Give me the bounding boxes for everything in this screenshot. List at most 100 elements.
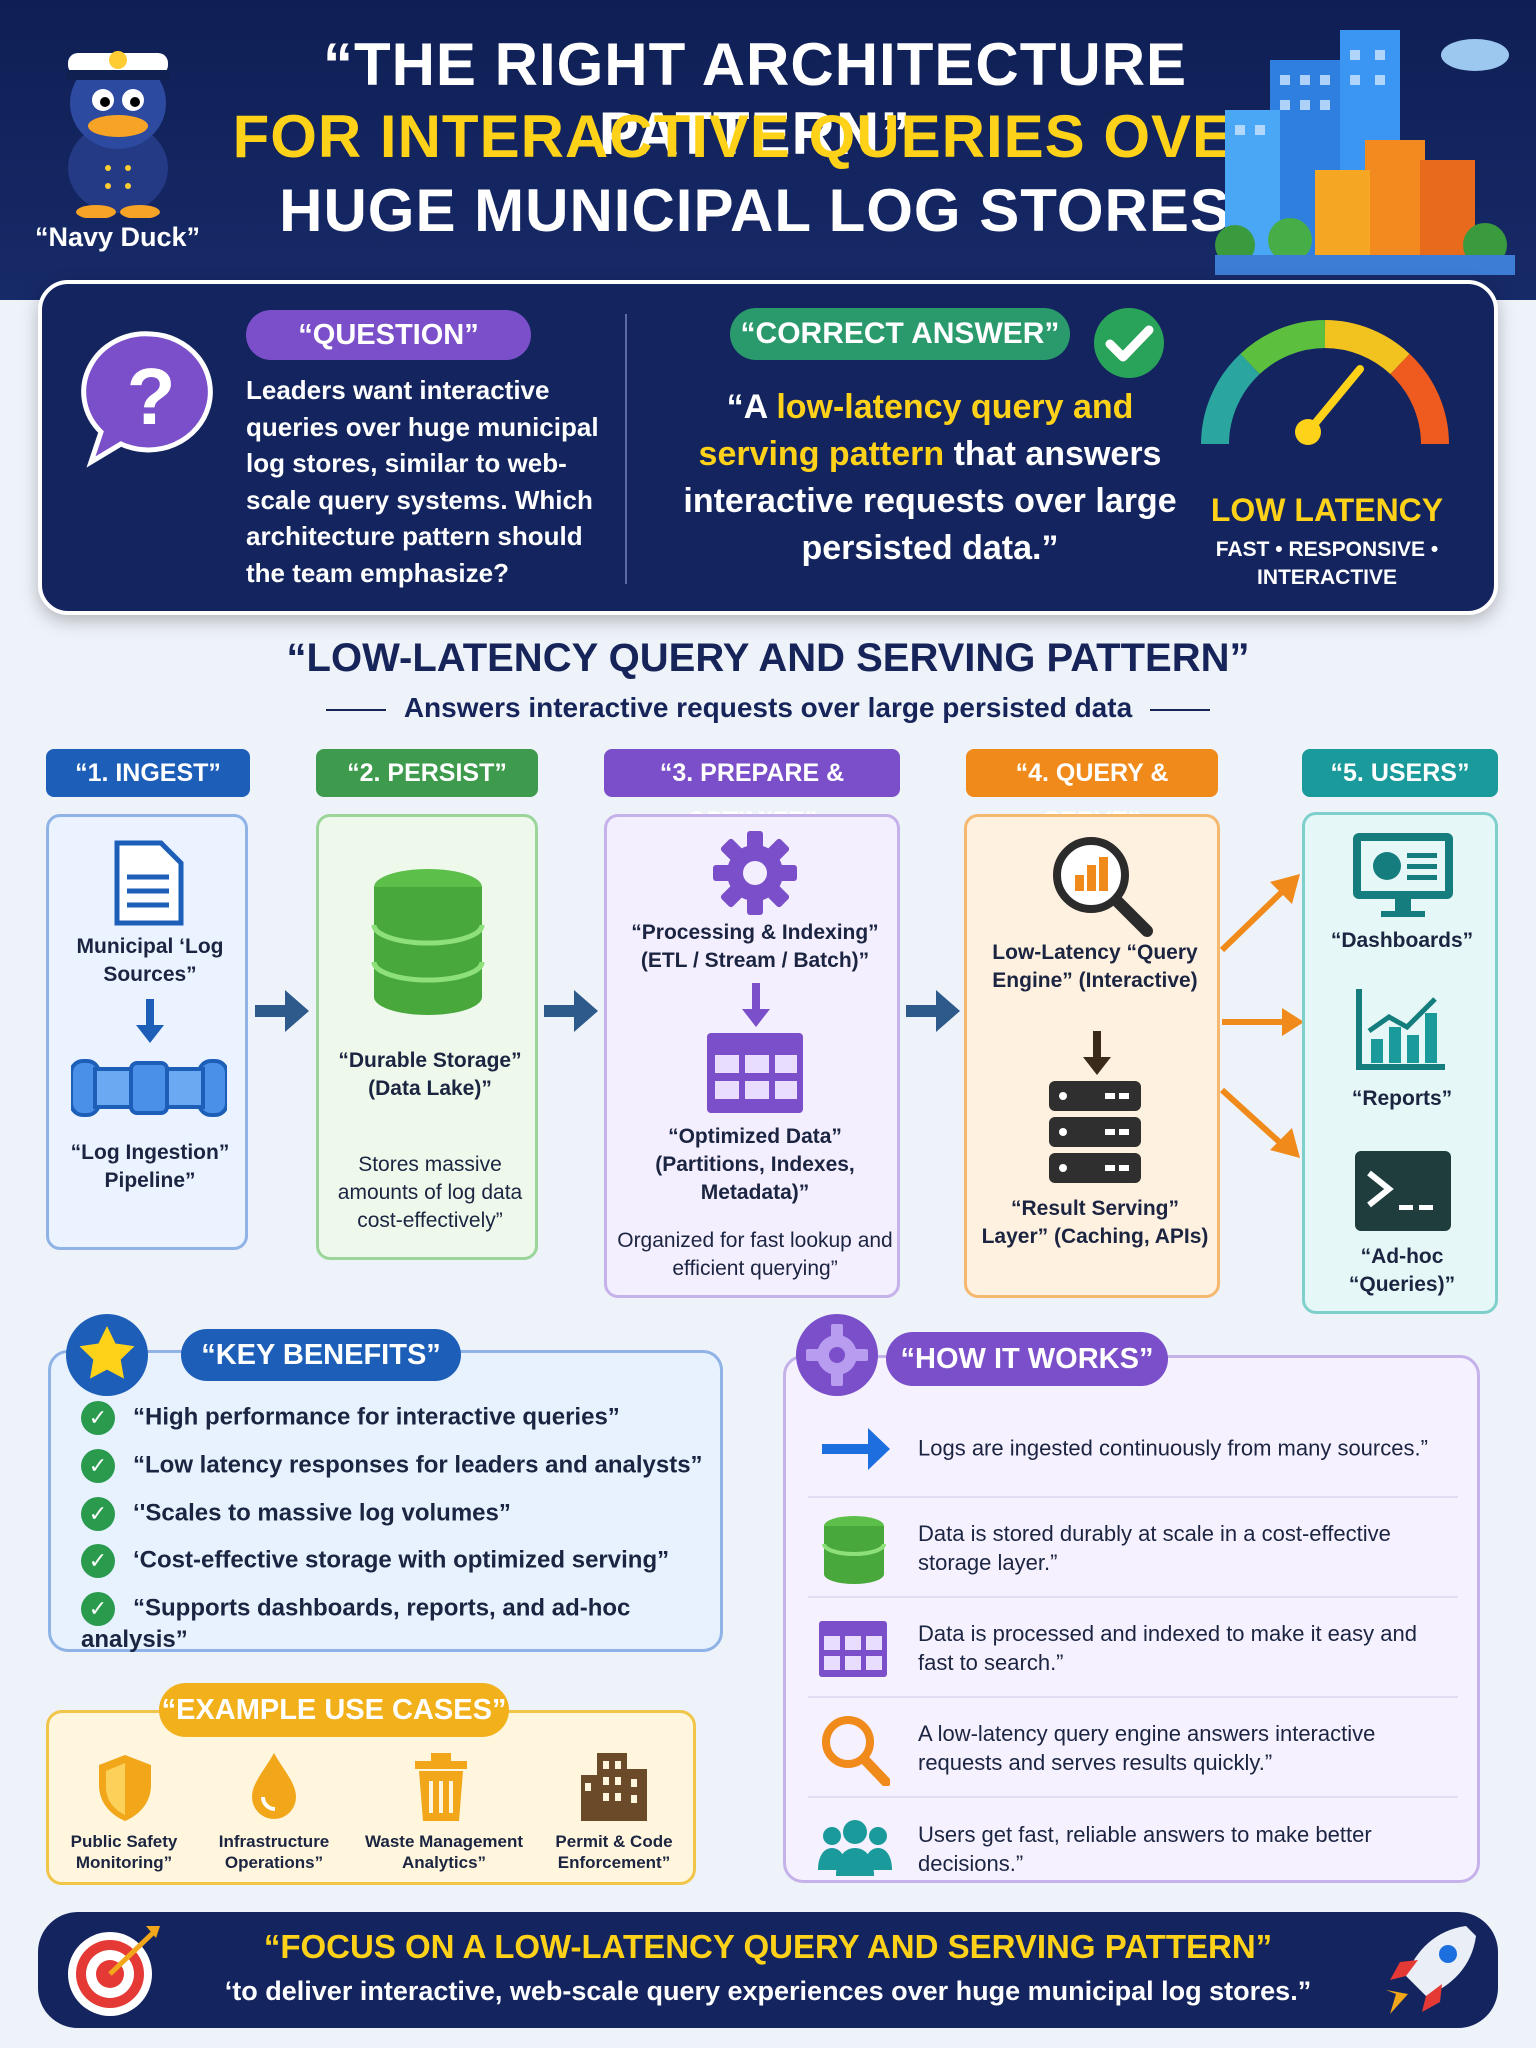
footer-banner: “FOCUS ON A LOW-LATENCY QUERY AND SERVIN… — [38, 1912, 1498, 2028]
prepare-description: Organized for fast lookup and efficient … — [617, 1229, 893, 1280]
search-icon — [822, 1716, 890, 1786]
question-answer-panel: ? “QUESTION” Leaders want interactive qu… — [38, 280, 1498, 615]
benefit-item: ✓“High performance for interactive queri… — [81, 1401, 620, 1435]
terminal-icon — [1355, 1151, 1451, 1231]
use-cases-label: “EXAMPLE USE CASES” — [159, 1683, 509, 1737]
svg-text:?: ? — [127, 352, 176, 441]
star-icon — [66, 1314, 148, 1396]
processing-text: “Processing & Indexing” (ETL / Stream / … — [631, 921, 879, 972]
how-row: Logs are ingested continuously from many… — [808, 1400, 1458, 1498]
log-pipeline-text: “Log Ingestion” Pipeline” — [70, 1141, 230, 1192]
use-case-waste: Waste Management Analytics” — [364, 1832, 524, 1872]
question-label: “QUESTION” — [246, 310, 531, 360]
header-banner: “Navy Duck” “THE RIGHT ARCHITECTURE PATT… — [0, 0, 1536, 300]
benefit-item: ✓“Low latency responses for leaders and … — [81, 1449, 703, 1483]
use-case-permit: Permit & Code Enforcement” — [555, 1832, 673, 1872]
benefit-item: ✓‘Cost-effective storage with optimized … — [81, 1544, 669, 1578]
step-persist-label: “2. PERSIST” — [316, 749, 538, 797]
table-grid-icon — [819, 1621, 887, 1677]
trash-bin-icon — [415, 1753, 467, 1821]
arrow-down-icon — [1083, 1031, 1111, 1075]
how-row: Data is processed and indexed to make it… — [808, 1600, 1458, 1698]
dashboards-text: “Dashboards” — [1330, 929, 1474, 952]
shield-icon — [99, 1755, 151, 1821]
step-persist-box: “Durable Storage” (Data Lake)” Stores ma… — [316, 814, 538, 1260]
how-step-text: Logs are ingested continuously from many… — [918, 1435, 1428, 1461]
title-line-1: “THE RIGHT ARCHITECTURE PATTERN” — [322, 31, 1188, 167]
gauge-subtitle: FAST • RESPONSIVE • INTERACTIVE — [1215, 538, 1439, 589]
how-it-works-label: “HOW IT WORKS” — [886, 1332, 1168, 1386]
key-benefits-panel: “KEY BENEFITS” ✓“High performance for in… — [48, 1329, 723, 1654]
check-icon: ✓ — [81, 1497, 115, 1531]
gauge-title: LOW LATENCY — [1210, 492, 1444, 528]
users-group-icon — [818, 1820, 892, 1876]
question-bubble-icon: ? — [81, 331, 213, 468]
document-icon — [114, 840, 184, 926]
how-step-text: Data is processed and indexed to make it… — [918, 1621, 1417, 1675]
arrow-right-icon — [822, 1428, 890, 1470]
persist-description: Stores massive amounts of log data cost-… — [337, 1153, 523, 1232]
duck-mascot-icon — [66, 51, 170, 218]
arrow-down-icon — [742, 983, 770, 1027]
water-drop-icon — [252, 1753, 296, 1819]
adhoc-queries-text: “Ad-hoc “Queries)” — [1348, 1245, 1456, 1296]
arrow-down-icon — [136, 999, 164, 1043]
rocket-icon — [1386, 1926, 1476, 2014]
check-icon: ✓ — [81, 1401, 115, 1435]
optimized-data-text: “Optimized Data” (Partitions, Indexes, M… — [655, 1125, 855, 1204]
database-icon — [822, 1516, 886, 1584]
server-stack-icon — [1049, 1081, 1141, 1183]
title-line-2: FOR INTERACTIVE QUERIES OVER — [232, 103, 1278, 170]
query-engine-text: Low-Latency “Query Engine” (Interactive) — [992, 941, 1198, 992]
how-row: A low-latency query engine answers inter… — [808, 1700, 1458, 1798]
step-prepare-label: “3. PREPARE & OPTIMIZE” — [604, 749, 900, 835]
mascot-label: “Navy Duck” — [34, 222, 201, 252]
how-step-text: A low-latency query engine answers inter… — [918, 1721, 1376, 1775]
how-step-text: Data is stored durably at scale in a cos… — [918, 1521, 1391, 1575]
city-building-icon — [581, 1753, 647, 1821]
step-ingest-box: Municipal ‘Log Sources” “Log Ingestion” … — [46, 814, 248, 1250]
pipeline-icon — [71, 1059, 227, 1117]
checkmark-icon — [1094, 308, 1164, 378]
use-case-infrastructure: Infrastructure Operations” — [218, 1832, 330, 1872]
title-line-3: HUGE MUNICIPAL LOG STORES — [279, 177, 1231, 244]
panel-divider — [625, 314, 627, 584]
question-text: Leaders want interactive queries over hu… — [246, 375, 599, 588]
footer-title: “FOCUS ON A LOW-LATENCY QUERY AND SERVIN… — [263, 1928, 1273, 1965]
step-query-box: Low-Latency “Query Engine” (Interactive)… — [964, 814, 1220, 1298]
answer-label: “CORRECT ANSWER” — [730, 308, 1070, 360]
step-users-box: “Dashboards” “Reports” “Ad-hoc “Queries)… — [1302, 812, 1498, 1314]
flow-arrow-3 — [906, 990, 960, 1032]
step-ingest-label: “1. INGEST” — [46, 749, 250, 797]
search-analytics-icon — [1053, 837, 1153, 937]
reports-text: “Reports” — [1351, 1087, 1453, 1110]
use-case-public-safety: Public Safety Monitoring” — [70, 1832, 178, 1872]
section-subtitle: Answers interactive requests over large … — [0, 692, 1536, 724]
table-grid-icon — [707, 1033, 803, 1113]
gear-icon — [796, 1314, 878, 1396]
section-title: “LOW-LATENCY QUERY AND SERVING PATTERN” — [286, 636, 1250, 680]
result-serving-text: “Result Serving” Layer” (Caching, APIs) — [981, 1197, 1209, 1248]
benefit-item: ✓‘'Scales to massive log volumes” — [81, 1497, 511, 1531]
check-icon: ✓ — [81, 1592, 115, 1626]
answer-text: “A low-latency query and serving pattern… — [683, 388, 1177, 567]
benefit-item: ✓“Supports dashboards, reports, and ad-h… — [81, 1592, 720, 1654]
durable-storage-text: “Durable Storage” (Data Lake)” — [338, 1049, 522, 1100]
step-prepare-box: “Processing & Indexing” (ETL / Stream / … — [604, 814, 900, 1298]
fanout-arrows — [1220, 874, 1304, 1158]
key-benefits-label: “KEY BENEFITS” — [181, 1329, 461, 1381]
step-query-label: “4. QUERY & SERVE” — [966, 749, 1218, 835]
bar-chart-icon — [1356, 989, 1445, 1070]
flow-arrow-1 — [255, 990, 309, 1032]
answer-highlight: low-latency query and serving pattern — [698, 388, 1134, 473]
step-users-label: “5. USERS” — [1302, 749, 1498, 797]
how-step-text: Users get fast, reliable answers to make… — [918, 1822, 1372, 1876]
check-icon: ✓ — [81, 1544, 115, 1578]
how-row: Data is stored durably at scale in a cos… — [808, 1500, 1458, 1598]
how-row: Users get fast, reliable answers to make… — [808, 1800, 1458, 1898]
log-sources-text: Municipal ‘Log Sources” — [76, 935, 224, 986]
dashboard-monitor-icon — [1353, 833, 1453, 917]
speedometer-icon — [1201, 320, 1449, 445]
target-icon — [68, 1926, 160, 2016]
check-icon: ✓ — [81, 1449, 115, 1483]
